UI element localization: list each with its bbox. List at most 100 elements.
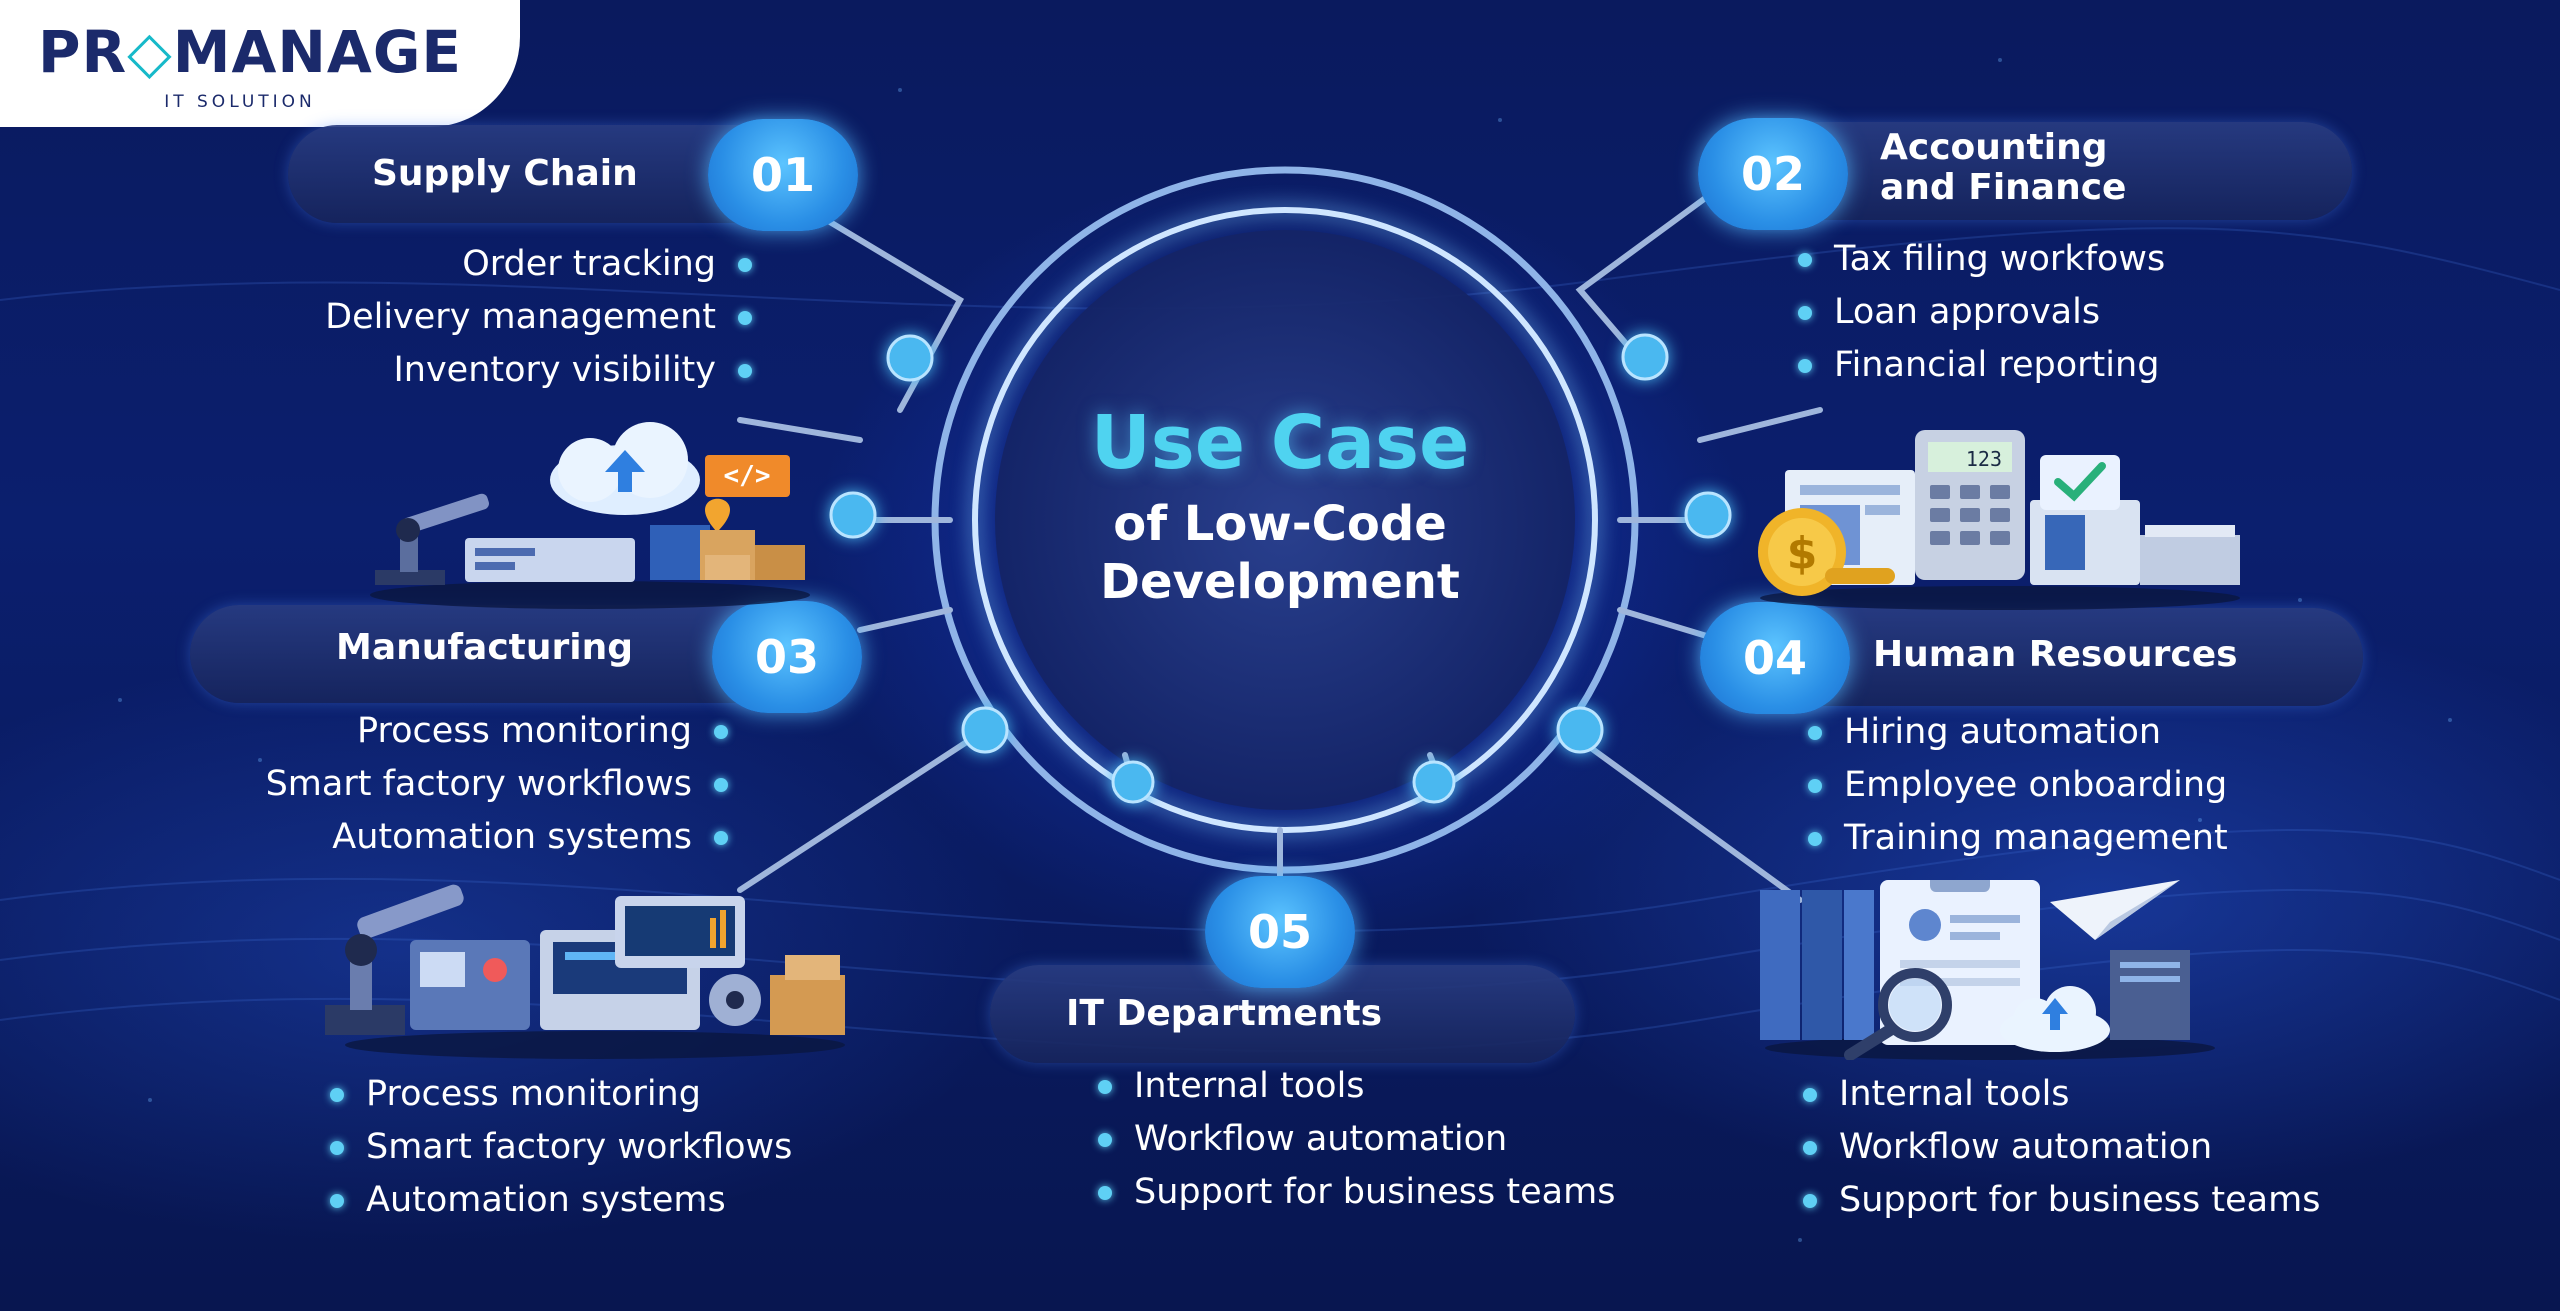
list-item: Process monitoring xyxy=(150,705,736,758)
list-item-text: Inventory visibility xyxy=(393,350,716,390)
robot-arm-icon xyxy=(375,493,489,585)
hr-illustration xyxy=(1760,880,2215,1060)
hr-number: 04 xyxy=(1700,602,1850,714)
list-item-text: Tax filing workfows xyxy=(1834,239,2166,279)
bullet-icon xyxy=(1803,1088,1817,1102)
list-item-text: Support for business teams xyxy=(1134,1172,1616,1212)
list-item-text: Internal tools xyxy=(1134,1066,1365,1106)
list-item: Employee onboarding xyxy=(1800,759,2420,812)
bullet-icon xyxy=(330,1141,344,1155)
it-label: IT Departments xyxy=(1066,993,1383,1034)
box-icon xyxy=(770,975,845,1035)
accounting-label-line2: and Finance xyxy=(1880,167,2127,208)
list-item-text: Process monitoring xyxy=(366,1074,701,1114)
list-item: Hiring automation xyxy=(1800,706,2420,759)
manufacturing-lower-list: Process monitoring Smart factory workflo… xyxy=(322,1068,922,1227)
bullet-icon xyxy=(1098,1133,1112,1147)
diagram-title: Use Case xyxy=(1090,400,1470,486)
code-tag-icon xyxy=(705,455,790,497)
bullet-icon xyxy=(1808,779,1822,793)
list-item: Automation systems xyxy=(322,1174,922,1227)
bullet-icon xyxy=(1098,1080,1112,1094)
list-item-text: Financial reporting xyxy=(1834,345,2160,385)
list-item: Inventory visibility xyxy=(180,344,760,397)
accounting-number: 02 xyxy=(1698,118,1848,230)
list-item: Internal tools xyxy=(1090,1060,1730,1113)
list-item-text: Loan approvals xyxy=(1834,292,2101,332)
list-item-text: Employee onboarding xyxy=(1844,765,2228,805)
diagram-subtitle-line1: of Low-Code xyxy=(1113,496,1447,552)
list-item-text: Workflow automation xyxy=(1839,1127,2213,1167)
bullet-icon xyxy=(1803,1141,1817,1155)
list-item: Smart factory workflows xyxy=(322,1121,922,1174)
bullet-icon xyxy=(1098,1186,1112,1200)
bullet-icon xyxy=(1808,832,1822,846)
server-icon xyxy=(465,538,635,582)
list-item-text: Process monitoring xyxy=(357,711,692,751)
robot-arm-icon xyxy=(325,884,464,1035)
bullet-icon xyxy=(738,364,752,378)
logo-subtitle: IT SOLUTION xyxy=(164,92,316,112)
list-item-text: Automation systems xyxy=(366,1180,726,1220)
list-item-text: Internal tools xyxy=(1839,1074,2070,1114)
logo[interactable]: PR◇MANAGE IT SOLUTION xyxy=(0,0,520,127)
list-item: Internal tools xyxy=(1795,1068,2455,1121)
box-icon xyxy=(755,545,805,580)
paper-stack-icon xyxy=(2140,535,2240,585)
list-item-text: Hiring automation xyxy=(1844,712,2162,752)
supply-chain-illustration: </> xyxy=(370,422,810,609)
list-item-text: Automation systems xyxy=(332,817,692,857)
list-item-text: Smart factory workflows xyxy=(265,764,692,804)
it-number: 05 xyxy=(1205,876,1355,988)
list-item: Training management xyxy=(1800,812,2420,865)
bullet-icon xyxy=(1798,359,1812,373)
manufacturing-list: Process monitoring Smart factory workflo… xyxy=(150,705,736,864)
bullet-icon xyxy=(1798,253,1812,267)
accounting-label: Accounting and Finance xyxy=(1880,128,2126,208)
list-item-text: Order tracking xyxy=(462,244,716,284)
calculator-display: 123 xyxy=(1966,447,2002,471)
list-item: Loan approvals xyxy=(1790,286,2410,339)
supply-chain-number: 01 xyxy=(708,119,858,231)
list-item-text: Workflow automation xyxy=(1134,1119,1508,1159)
cloud-upload-icon xyxy=(550,422,700,515)
bullet-icon xyxy=(738,311,752,325)
list-item: Tax filing workfows xyxy=(1790,233,2410,286)
list-item: Automation systems xyxy=(150,811,736,864)
list-item: Order tracking xyxy=(180,238,760,291)
bullet-icon xyxy=(714,778,728,792)
manufacturing-number: 03 xyxy=(712,601,862,713)
accounting-illustration: 123 $ xyxy=(1758,430,2240,610)
list-item-text: Smart factory workflows xyxy=(366,1127,793,1167)
diagram-subtitle-line2: Development xyxy=(1100,554,1460,610)
checkmark-screen-icon xyxy=(2040,455,2120,510)
binder-icon xyxy=(1760,890,1874,1040)
list-item: Support for business teams xyxy=(1795,1174,2455,1227)
bullet-icon xyxy=(714,831,728,845)
bullet-icon xyxy=(330,1194,344,1208)
hr-lower-list: Internal tools Workflow automation Suppo… xyxy=(1795,1068,2455,1227)
magnifier-icon xyxy=(1878,968,1952,1042)
supply-chain-list: Order tracking Delivery management Inven… xyxy=(180,238,760,397)
manufacturing-illustration xyxy=(325,884,845,1059)
map-pin-icon xyxy=(705,498,730,532)
accounting-label-line1: Accounting xyxy=(1880,127,2108,168)
hr-list: Hiring automation Employee onboarding Tr… xyxy=(1800,706,2420,865)
list-item-text: Support for business teams xyxy=(1839,1180,2321,1220)
list-item: Workflow automation xyxy=(1090,1113,1730,1166)
logo-wordmark: PR◇MANAGE xyxy=(38,18,462,86)
it-list: Internal tools Workflow automation Suppo… xyxy=(1090,1060,1730,1219)
list-item: Delivery management xyxy=(180,291,760,344)
paper-plane-icon xyxy=(2050,880,2180,940)
bullet-icon xyxy=(1803,1194,1817,1208)
supply-chain-label: Supply Chain xyxy=(372,153,638,194)
list-item: Smart factory workflows xyxy=(150,758,736,811)
list-item-text: Training management xyxy=(1844,818,2228,858)
accounting-list: Tax filing workfows Loan approvals Finan… xyxy=(1790,233,2410,392)
list-item-text: Delivery management xyxy=(325,297,716,337)
diagram-subtitle: of Low-Code Development xyxy=(960,495,1600,611)
cloud-upload-icon xyxy=(2000,986,2110,1052)
bullet-icon xyxy=(1808,726,1822,740)
code-tag-text: </> xyxy=(724,461,771,491)
